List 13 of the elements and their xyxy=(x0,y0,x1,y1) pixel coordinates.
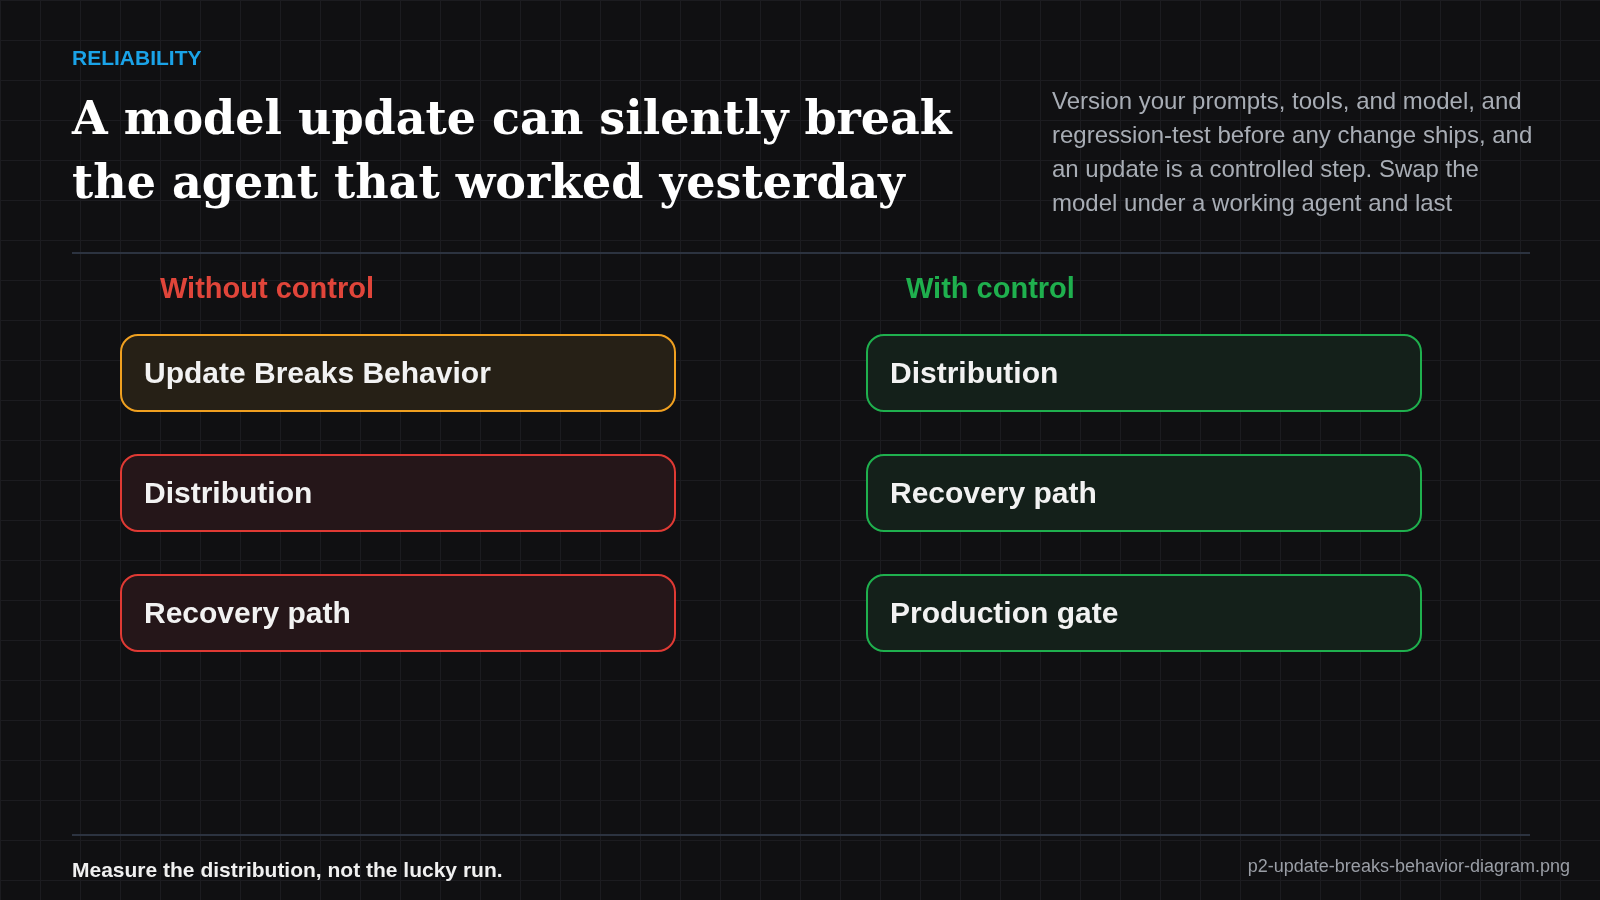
status-box: Production gate xyxy=(866,574,1422,652)
status-box: Recovery path xyxy=(866,454,1422,532)
status-box: Distribution xyxy=(866,334,1422,412)
status-box: Recovery path xyxy=(120,574,676,652)
slide-title: A model update can silently break the agent that worked yesterday xyxy=(72,90,954,211)
description-paragraph: Version your prompts, tools, and model, and regression-test before any change ships, and an update is a controlled step. Swap the model under a working agent and last xyxy=(1052,86,1534,218)
column-heading: With control xyxy=(906,272,1075,305)
status-box: Distribution xyxy=(120,454,676,532)
column-heading: Without control xyxy=(160,272,374,305)
status-box: Update Breaks Behavior xyxy=(120,334,676,412)
footer-note: Measure the distribution, not the lucky run. xyxy=(72,858,503,882)
file-name: p2-update-breaks-behavior-diagram.png xyxy=(1247,856,1570,877)
section-tag: RELIABILITY xyxy=(72,46,202,70)
